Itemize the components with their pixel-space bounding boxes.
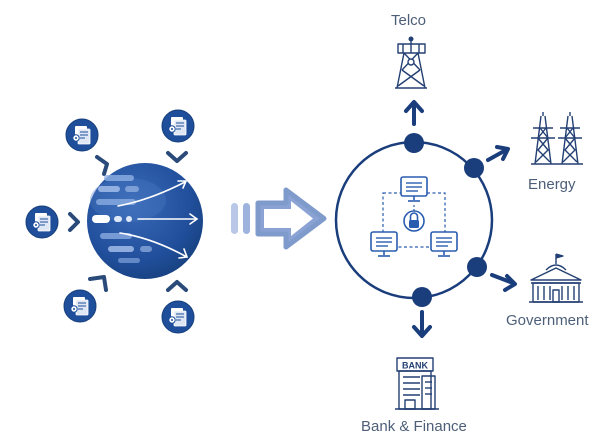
energy-label: Energy	[528, 176, 576, 193]
chevron-icon	[68, 212, 80, 232]
document-gear-icon	[161, 109, 195, 143]
source-cluster	[25, 109, 203, 334]
bank-finance-label: Bank & Finance	[361, 418, 467, 435]
network-monitors-lock-icon	[370, 176, 458, 257]
document-gear-icon	[25, 205, 59, 239]
data-stream-sphere-icon	[87, 163, 203, 279]
government-building-icon	[529, 253, 583, 303]
network-node	[412, 287, 432, 307]
document-gear-icon	[63, 289, 97, 323]
document-gear-icon	[65, 118, 99, 152]
network-node	[464, 158, 484, 178]
arrow-right-icon	[490, 273, 515, 285]
chevron-icon	[166, 280, 188, 292]
chevron-icon	[95, 155, 109, 176]
telco-label: Telco	[391, 12, 427, 29]
chevron-icon	[166, 151, 188, 163]
arrow-up-right-icon	[486, 148, 508, 162]
government-label: Government	[506, 313, 589, 328]
cell-tower-icon	[395, 36, 427, 89]
power-pylon-icon	[531, 112, 583, 165]
bank-sign-text: BANK	[402, 361, 428, 371]
network-node	[404, 133, 424, 153]
arrow-right-icon	[231, 187, 327, 250]
document-gear-icon	[161, 300, 195, 334]
bank-building-icon: BANK	[395, 357, 439, 410]
network-node	[467, 257, 487, 277]
distribution-network	[334, 100, 517, 338]
chevron-icon	[88, 275, 108, 292]
